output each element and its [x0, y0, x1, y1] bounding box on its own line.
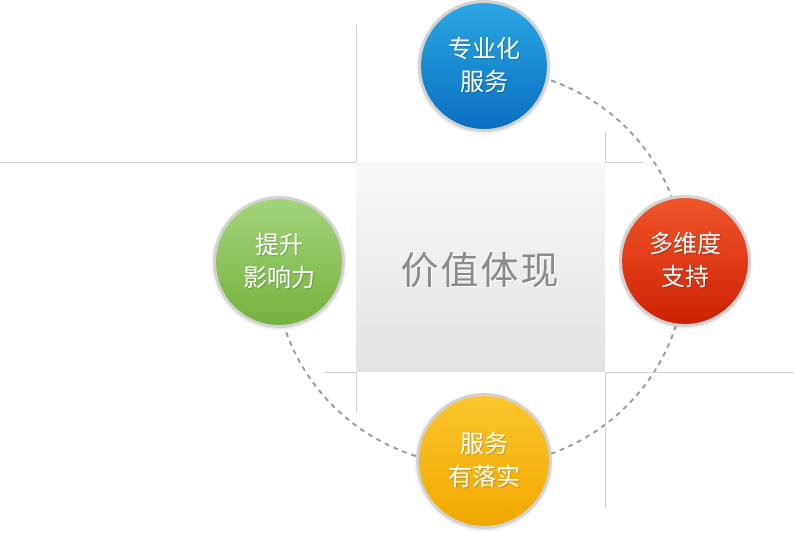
circle-node-top-label-line1: 专业化 — [448, 36, 520, 63]
dashed-ring — [280, 73, 686, 468]
circle-node-right: 多维度 支持 — [619, 195, 751, 327]
center-value-box: 价值体现 — [356, 162, 605, 372]
center-value-label: 价值体现 — [400, 250, 561, 293]
circle-node-top-label-line2: 服务 — [460, 69, 508, 96]
circle-node-right-label-line2: 支持 — [661, 264, 709, 291]
circle-node-left: 提升 影响力 — [213, 196, 345, 328]
circle-node-top: 专业化 服务 — [418, 0, 550, 132]
circle-node-left-label-line1: 提升 — [255, 232, 303, 259]
circle-node-right-label-line1: 多维度 — [649, 231, 721, 258]
circle-node-left-label-line2: 影响力 — [243, 265, 315, 292]
circle-node-bottom-label-line2: 有落实 — [448, 464, 520, 491]
circle-node-bottom-label-line1: 服务 — [460, 431, 508, 458]
circle-node-bottom: 服务 有落实 — [416, 393, 552, 529]
